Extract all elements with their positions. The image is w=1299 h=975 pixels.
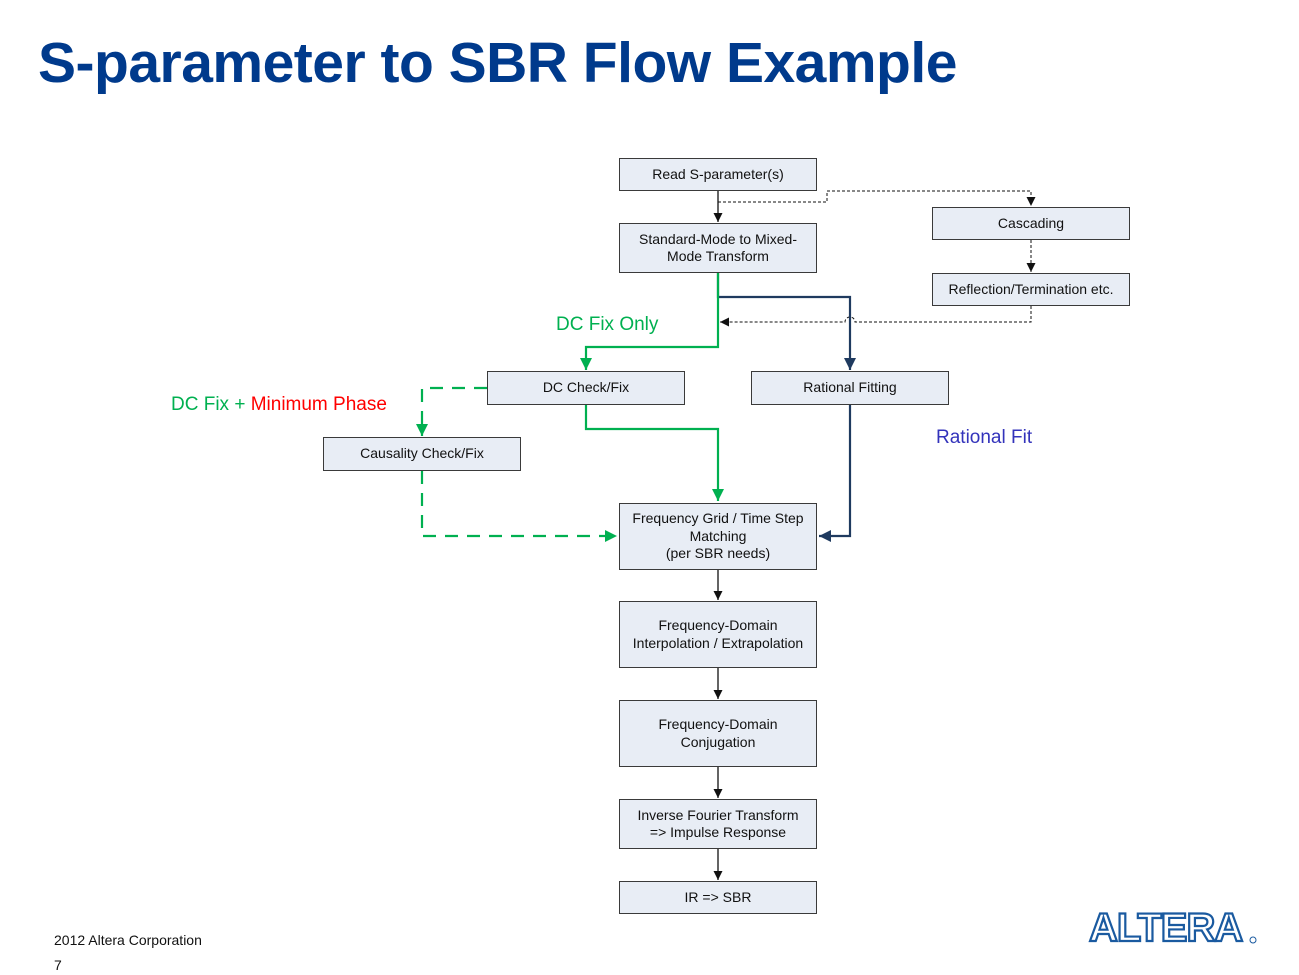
box-causality-check-fix: Causality Check/Fix [323, 437, 521, 471]
box-rational-fitting: Rational Fitting [751, 371, 949, 405]
green-dashed-arrow-to-causality [416, 386, 487, 436]
green-arrow-dc-to-freqgrid [584, 405, 724, 501]
label-minimum-phase: Minimum Phase [250, 394, 387, 415]
box-reflection-termination: Reflection/Termination etc. [932, 273, 1130, 306]
box-mixed-mode-transform: Standard-Mode to Mixed- Mode Transform [619, 223, 817, 273]
box-read-sparameters: Read S-parameter(s) [619, 158, 817, 191]
footer-page-number: 7 [54, 957, 62, 973]
box-frequency-grid-matching: Frequency Grid / Time Step Matching (per… [619, 503, 817, 570]
box-frequency-domain-conjugation: Frequency-Domain Conjugation [619, 700, 817, 767]
label-dc-fix-prefix: DC Fix + [171, 394, 251, 415]
altera-logo-text: ALTERA [1089, 906, 1242, 948]
box-cascading: Cascading [932, 207, 1130, 240]
label-dc-fix-minimum-phase: DC Fix + Minimum Phase [171, 394, 387, 416]
green-arrow-to-dc [580, 273, 720, 370]
green-dashed-arrow-causality-to-freqgrid [420, 471, 617, 542]
dashed-arrow-to-cascading [718, 190, 1036, 206]
altera-logo: ALTERA [1088, 906, 1257, 948]
dashed-arrow-reflection-return [720, 306, 1032, 327]
navy-arrow-rational-to-freqgrid [819, 405, 852, 542]
label-rational-fit: Rational Fit [936, 427, 1033, 448]
label-dc-fix-only: DC Fix Only [556, 314, 659, 335]
footer-copyright: 2012 Altera Corporation [54, 932, 202, 948]
box-dc-check-fix: DC Check/Fix [487, 371, 685, 405]
box-ir-to-sbr: IR => SBR [619, 881, 817, 914]
box-inverse-fourier-transform: Inverse Fourier Transform => Impulse Res… [619, 799, 817, 849]
page-title: S-parameter to SBR Flow Example [38, 31, 957, 95]
registered-mark-icon [1249, 936, 1257, 944]
box-frequency-domain-interpolation: Frequency-Domain Interpolation / Extrapo… [619, 601, 817, 668]
